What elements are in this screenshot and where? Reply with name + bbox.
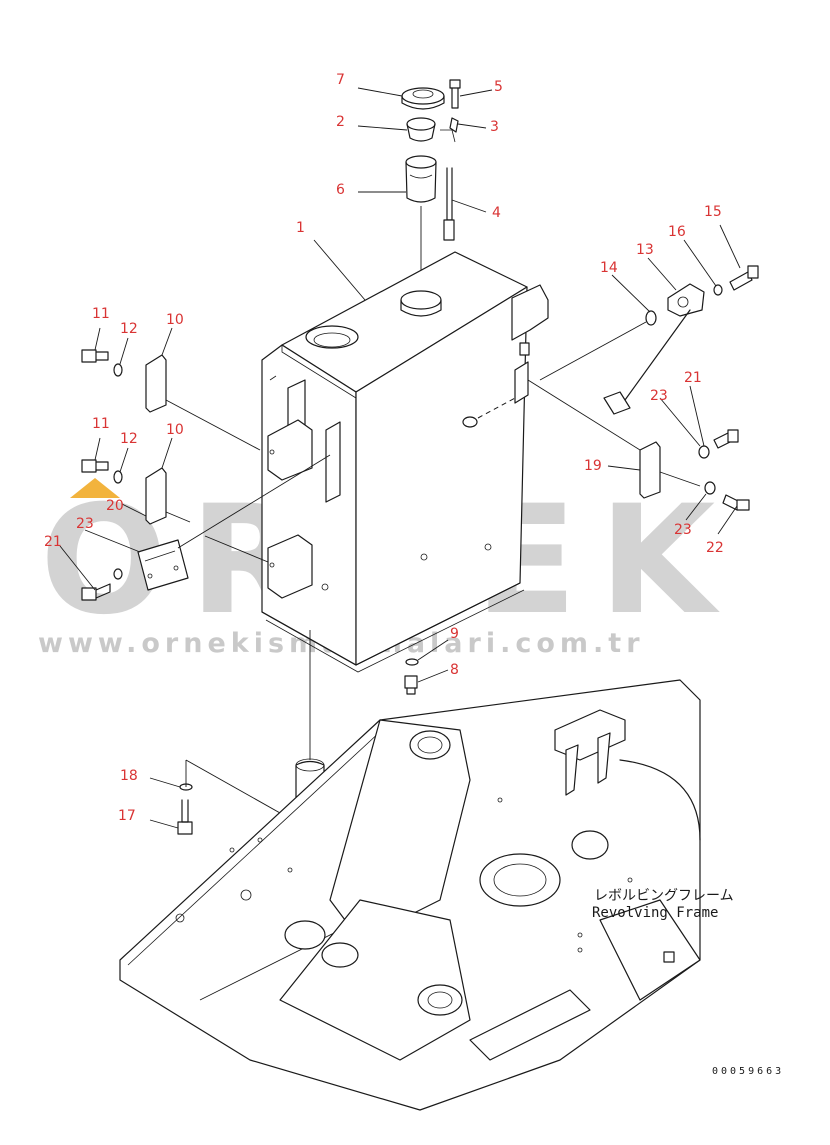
callout-17: 17 bbox=[118, 808, 136, 824]
filler-cap-assembly bbox=[401, 79, 461, 295]
callout-11-lower: 11 bbox=[92, 416, 110, 432]
callout-12-upper: 12 bbox=[120, 321, 138, 337]
callout-12-lower: 12 bbox=[120, 431, 138, 447]
callout-2: 2 bbox=[336, 114, 345, 130]
callout-21-right: 21 bbox=[684, 370, 702, 386]
callout-7: 7 bbox=[336, 72, 345, 88]
callout-19: 19 bbox=[584, 458, 602, 474]
callout-21-left: 21 bbox=[44, 534, 62, 550]
left-mounting-hardware bbox=[81, 349, 331, 601]
watermark-accent-triangle bbox=[70, 478, 120, 498]
revolving-frame bbox=[119, 679, 701, 1111]
callout-8: 8 bbox=[450, 662, 459, 678]
fuel-tank bbox=[261, 251, 549, 673]
frame-label-english: Revolving Frame bbox=[592, 905, 718, 921]
frame-label-japanese: レボルビングフレーム bbox=[594, 888, 734, 904]
callout-10-upper: 10 bbox=[166, 312, 184, 328]
callout-23-left: 23 bbox=[76, 516, 94, 532]
callout-4: 4 bbox=[492, 205, 501, 221]
callout-3: 3 bbox=[490, 119, 499, 135]
callout-leaders bbox=[59, 87, 741, 829]
callout-9: 9 bbox=[450, 626, 459, 642]
callout-6: 6 bbox=[336, 182, 345, 198]
callout-18: 18 bbox=[120, 768, 138, 784]
callout-5: 5 bbox=[494, 79, 503, 95]
frame-label: レボルビングフレーム Revolving Frame bbox=[592, 888, 734, 921]
callout-15: 15 bbox=[704, 204, 722, 220]
callout-labels: 7 5 2 3 6 4 1 15 16 13 14 11 12 10 21 23… bbox=[44, 72, 724, 824]
callout-11-upper: 11 bbox=[92, 306, 110, 322]
callout-10-lower: 10 bbox=[166, 422, 184, 438]
callout-16: 16 bbox=[668, 224, 686, 240]
callout-14: 14 bbox=[600, 260, 618, 276]
callout-20: 20 bbox=[106, 498, 124, 514]
callout-23-right-lower: 23 bbox=[674, 522, 692, 538]
callout-1: 1 bbox=[296, 220, 305, 236]
drawing-code: 00059663 bbox=[712, 1066, 784, 1077]
callout-23-right-upper: 23 bbox=[650, 388, 668, 404]
callout-22: 22 bbox=[706, 540, 724, 556]
callout-13: 13 bbox=[636, 242, 654, 258]
